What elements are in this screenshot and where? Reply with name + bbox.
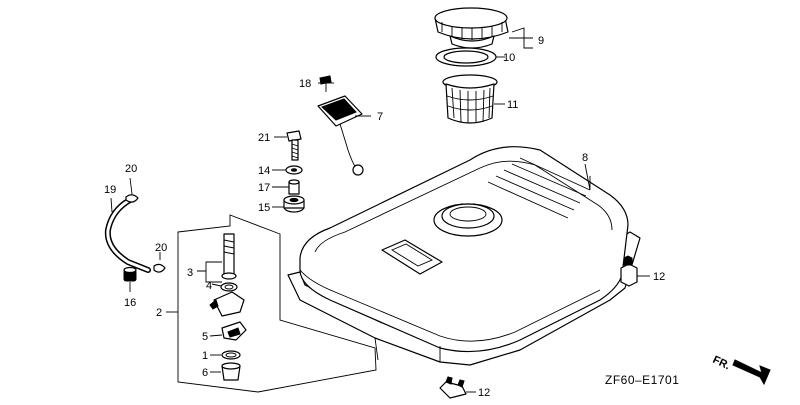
collar-17 bbox=[288, 179, 300, 195]
fuel-cock-assembly-box bbox=[177, 214, 377, 393]
callout-18: 18 bbox=[299, 78, 311, 90]
callout-19: 19 bbox=[104, 184, 116, 196]
callout-8: 8 bbox=[582, 152, 588, 164]
callout-6: 6 bbox=[202, 367, 208, 379]
callout-12-lower: 12 bbox=[478, 387, 490, 399]
callout-7: 7 bbox=[377, 111, 383, 123]
fuel-gauge bbox=[317, 95, 364, 176]
diagram-code: ZF60–E1701 bbox=[605, 373, 679, 387]
callout-4: 4 bbox=[206, 280, 212, 292]
callout-14: 14 bbox=[258, 165, 270, 177]
bolt-21 bbox=[286, 130, 302, 161]
grommet-15 bbox=[283, 195, 305, 213]
callout-3: 3 bbox=[187, 267, 193, 279]
callout-2: 2 bbox=[156, 307, 162, 319]
fuel-cock-parts bbox=[209, 233, 247, 381]
callout-21: 21 bbox=[258, 132, 270, 144]
direction-label: FR. bbox=[711, 354, 732, 372]
callout-10: 10 bbox=[503, 52, 515, 64]
fuel-hose bbox=[104, 197, 151, 273]
callout-11: 11 bbox=[507, 99, 518, 111]
cap-gasket bbox=[435, 47, 497, 67]
callout-5: 5 bbox=[202, 331, 208, 343]
callout-16: 16 bbox=[124, 297, 136, 309]
callout-17: 17 bbox=[258, 182, 270, 194]
callout-1: 1 bbox=[202, 350, 208, 362]
hose-clip-upper bbox=[125, 194, 139, 203]
leader-lines bbox=[110, 27, 650, 393]
callout-15: 15 bbox=[258, 202, 270, 214]
tank-mount-upper bbox=[620, 255, 638, 287]
fuel-cap bbox=[434, 7, 509, 49]
front-direction-arrow bbox=[732, 359, 771, 386]
callout-labels: 9 10 11 18 7 21 14 17 15 8 12 12 20 19 2… bbox=[104, 35, 665, 399]
callout-12-upper: 12 bbox=[653, 271, 665, 283]
fuel-tank bbox=[287, 146, 641, 366]
tank-mount-lower bbox=[439, 376, 467, 399]
callout-9: 9 bbox=[538, 35, 544, 47]
callout-20-upper: 20 bbox=[125, 163, 137, 175]
callout-20-lower: 20 bbox=[155, 242, 167, 254]
hose-clip-lower bbox=[153, 263, 166, 273]
hose-cap-16 bbox=[123, 266, 137, 282]
screw-18 bbox=[319, 75, 332, 92]
washer-14 bbox=[285, 165, 303, 175]
fuel-strainer bbox=[442, 74, 498, 124]
